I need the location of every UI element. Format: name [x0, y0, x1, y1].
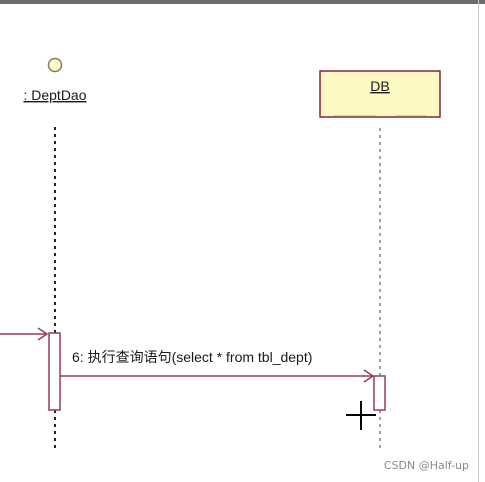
control-object-icon — [47, 57, 63, 73]
db-label: DB — [370, 78, 389, 94]
window-top-border — [0, 0, 485, 4]
watermark: CSDN @Half-up — [383, 459, 469, 472]
message-6-label: 6: 执行查询语句(select * from tbl_dept) — [72, 349, 312, 365]
incoming-message-arrowhead — [37, 327, 49, 341]
crosshair-cursor-icon — [346, 401, 376, 430]
message-6-arrowhead — [363, 369, 375, 383]
db-object-box — [319, 70, 441, 118]
deptdao-lifeline-head[interactable]: : DeptDao — [23, 57, 87, 104]
db-lifeline-head[interactable]: DB — [319, 70, 441, 118]
db-activation-bar[interactable] — [373, 375, 386, 411]
deptdao-activation-bar[interactable] — [48, 332, 61, 411]
deptdao-label: : DeptDao — [23, 87, 86, 103]
canvas-right-edge — [478, 0, 479, 482]
